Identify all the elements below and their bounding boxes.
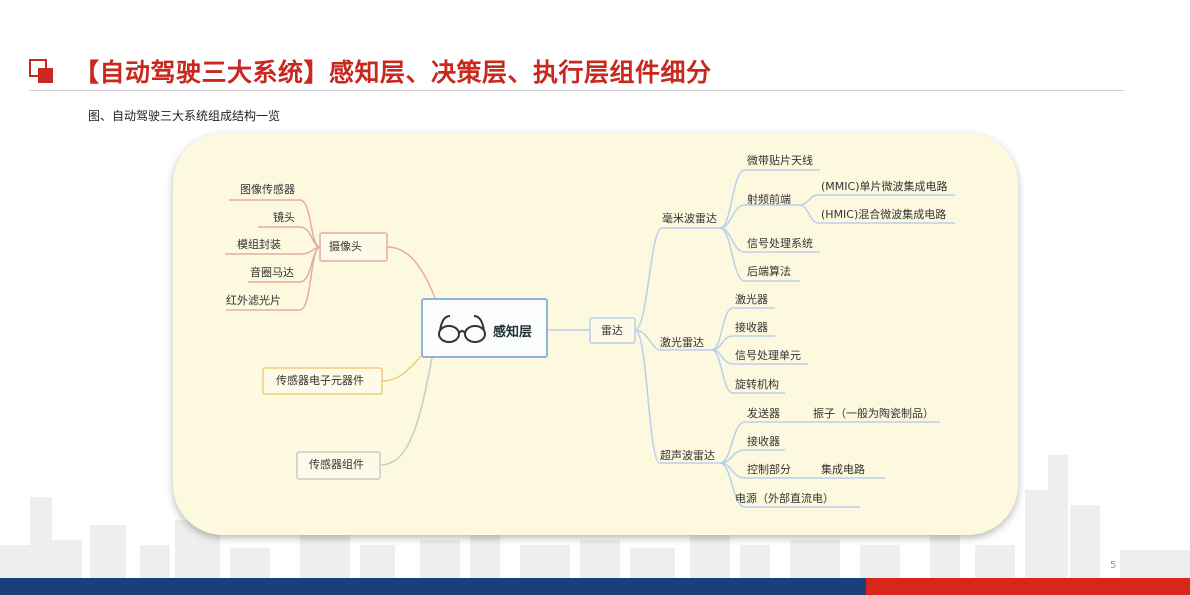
- title-divider: [29, 90, 1124, 91]
- page-number: 5: [1110, 560, 1117, 571]
- footer-bar-blue: [0, 578, 866, 595]
- node-image-sensor: 图像传感器: [240, 183, 295, 196]
- node-lidar-receiver: 接收器: [735, 321, 768, 334]
- node-transmitter: 发送器: [747, 407, 780, 420]
- node-hmic: (HMIC)混合微波集成电路: [821, 208, 947, 221]
- node-lidar: 激光雷达: [660, 336, 704, 349]
- node-voice-coil-motor: 音圈马达: [250, 266, 294, 279]
- node-vibrator: 振子（一般为陶瓷制品）: [813, 407, 934, 420]
- node-ir-filter: 红外滤光片: [226, 294, 281, 307]
- node-power-supply: 电源（外部直流电）: [735, 492, 834, 505]
- node-rf-front-end: 射频前端: [747, 193, 791, 206]
- glasses-icon: [438, 315, 486, 343]
- node-camera: 摄像头: [329, 240, 362, 253]
- figure-caption: 图、自动驾驶三大系统组成结构一览: [88, 109, 281, 123]
- node-mmwave-radar: 毫米波雷达: [662, 212, 717, 225]
- node-radar: 雷达: [601, 324, 623, 337]
- center-node-perception: 感知层: [421, 298, 548, 358]
- center-node-label: 感知层: [493, 325, 533, 340]
- node-microstrip-antenna: 微带贴片天线: [747, 154, 813, 167]
- node-sensor-electronics: 传感器电子元器件: [276, 374, 364, 387]
- slide-title: 【自动驾驶三大系统】感知层、决策层、执行层组件细分: [74, 58, 712, 87]
- node-signal-processing-unit: 信号处理单元: [735, 349, 801, 362]
- node-ultrasonic-receiver: 接收器: [747, 435, 780, 448]
- node-integrated-circuit: 集成电路: [821, 463, 865, 476]
- node-sensor-assembly: 传感器组件: [309, 458, 364, 471]
- node-mmic: (MMIC)单片微波集成电路: [821, 180, 948, 193]
- node-rotating-mechanism: 旋转机构: [735, 378, 779, 391]
- node-ultrasonic-radar: 超声波雷达: [660, 449, 715, 462]
- footer-bar-red: [866, 578, 1190, 595]
- node-laser: 激光器: [735, 293, 768, 306]
- node-lens: 镜头: [273, 211, 295, 224]
- node-signal-processing-system: 信号处理系统: [747, 237, 813, 250]
- node-module-packaging: 模组封装: [237, 238, 281, 251]
- node-backend-algorithm: 后端算法: [747, 265, 791, 278]
- title-square-icon: [29, 59, 53, 83]
- node-control-unit: 控制部分: [747, 463, 791, 476]
